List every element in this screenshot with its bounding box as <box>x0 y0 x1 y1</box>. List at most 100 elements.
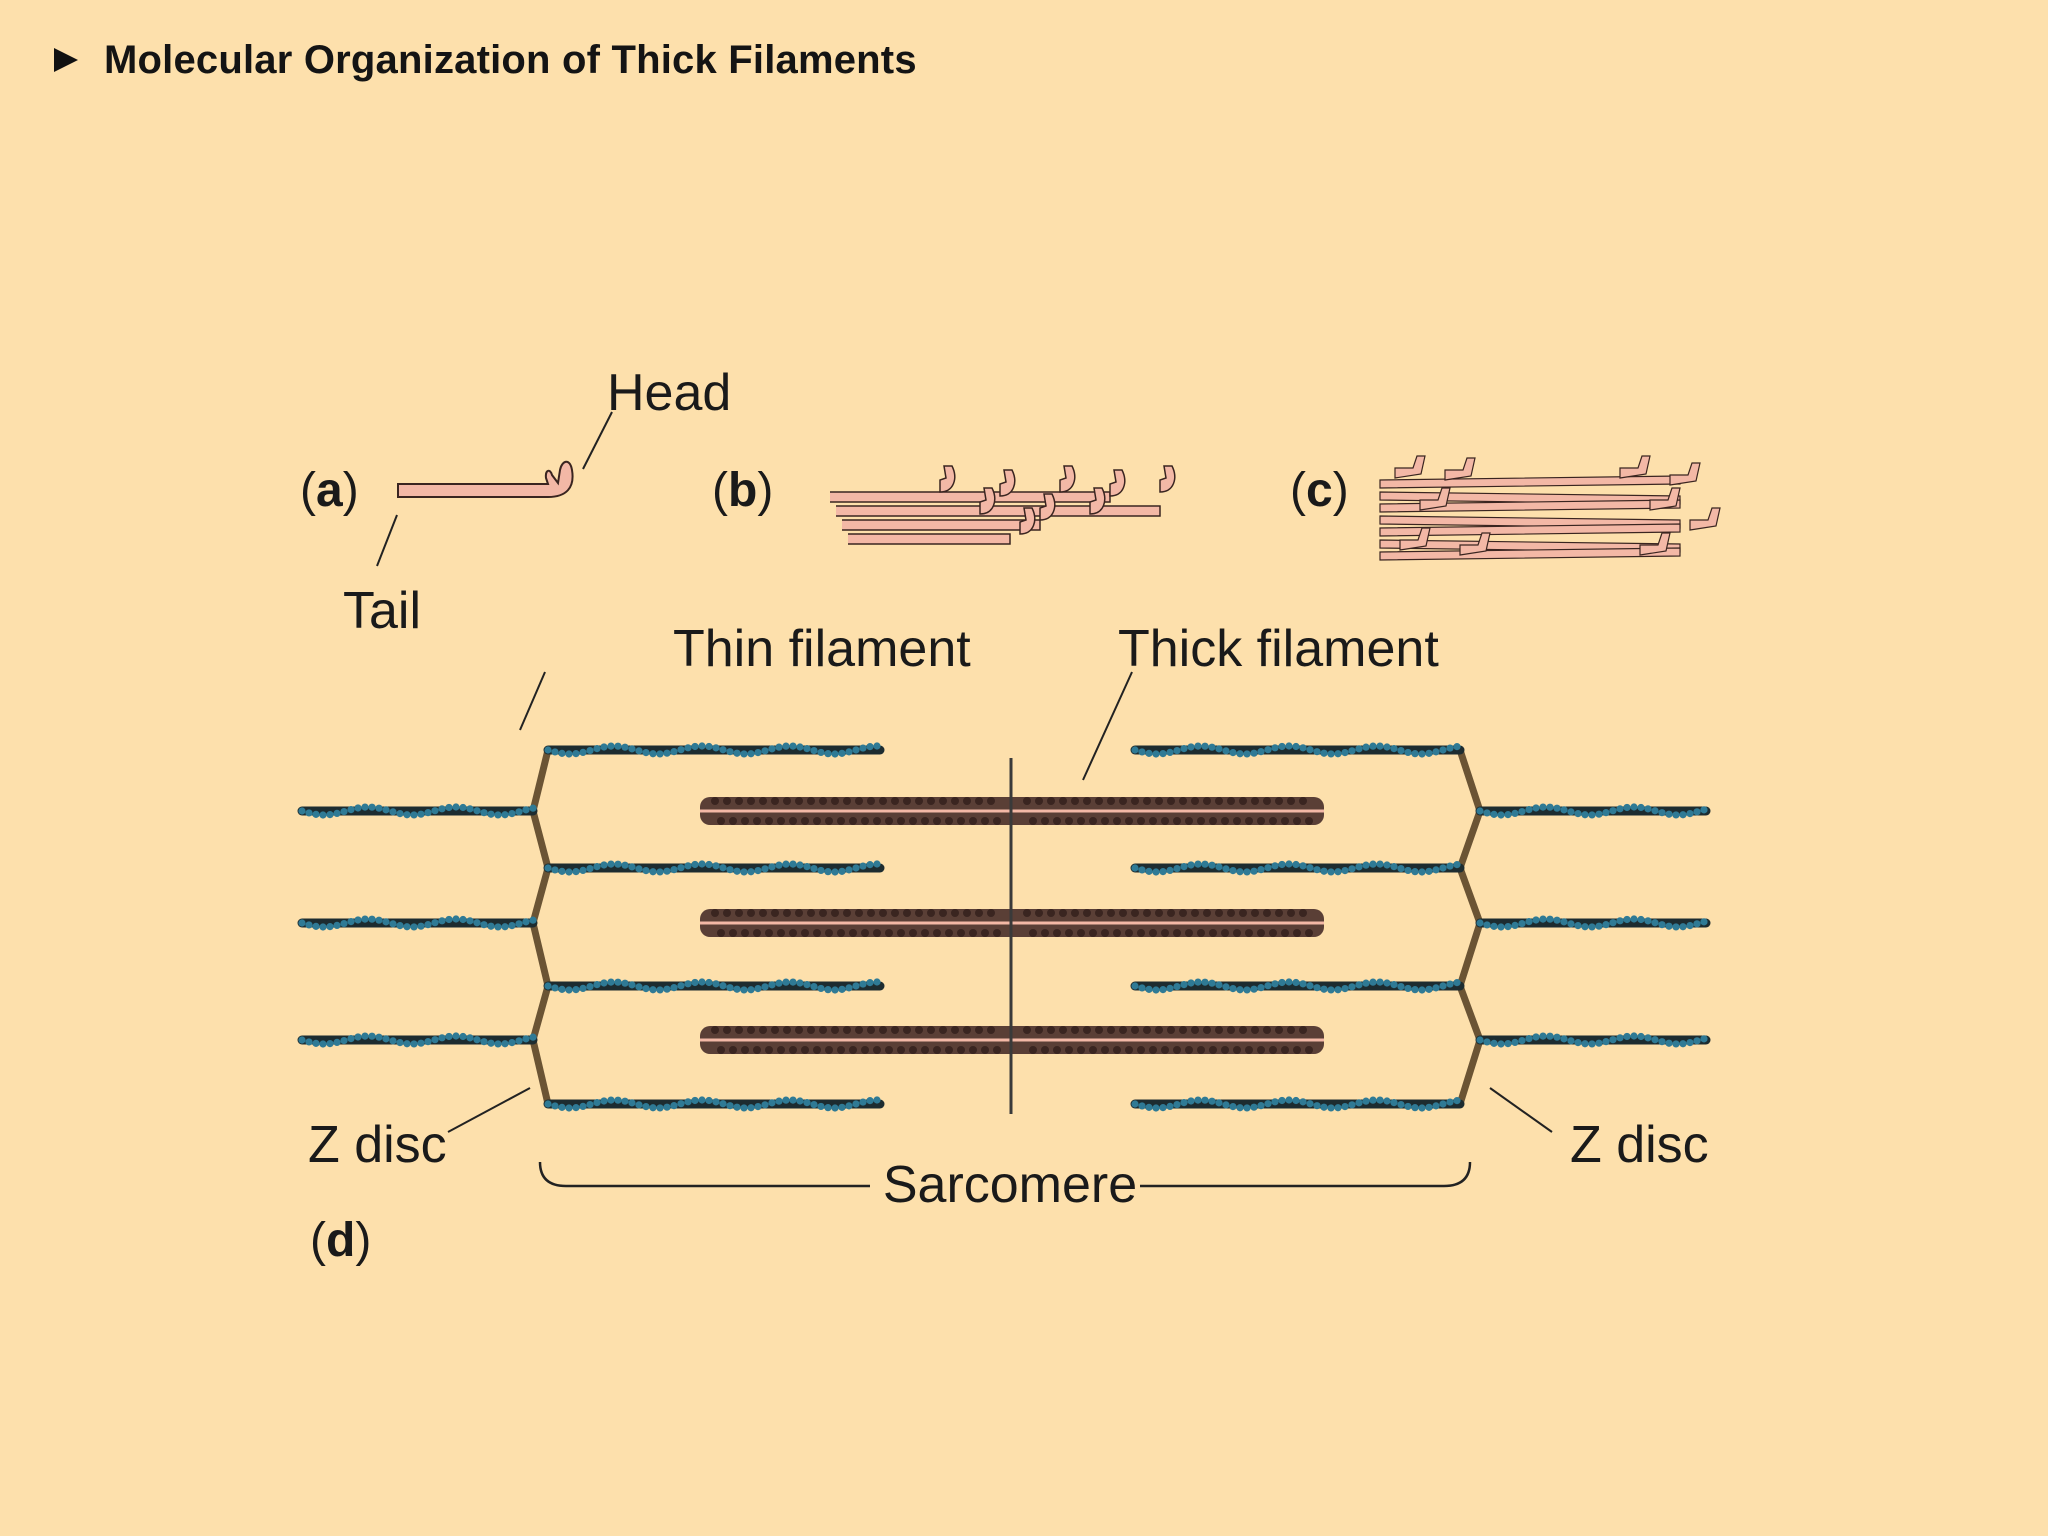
myosin-head-bump <box>1239 797 1247 805</box>
actin-bead <box>558 1103 566 1111</box>
actin-bead <box>677 864 685 872</box>
actin-bead <box>445 915 453 924</box>
actin-bead <box>1362 861 1370 869</box>
myosin-head-bump <box>1125 817 1133 825</box>
myosin-head-bump <box>1209 929 1217 937</box>
head-leader-line <box>582 411 613 470</box>
actin-bead <box>1679 1040 1687 1048</box>
actin-bead <box>607 1096 615 1104</box>
actin-bead <box>1271 744 1279 752</box>
sarcomere-bracket-right <box>1140 1161 1472 1188</box>
myosin-head-bump <box>939 909 947 917</box>
actin-bead <box>1320 985 1328 993</box>
actin-bead <box>1390 745 1398 753</box>
actin-bead <box>740 1104 748 1112</box>
actin-bead <box>1432 1102 1440 1110</box>
myosin-head-bump <box>1071 909 1079 917</box>
actin-bead <box>1250 749 1258 757</box>
myosin-head-bump <box>1107 909 1115 917</box>
actin-bead <box>1313 748 1321 756</box>
thin-filament <box>1130 742 1465 758</box>
myosin-head-bump <box>777 817 785 825</box>
actin-bead <box>1693 808 1701 816</box>
actin-bead <box>1518 919 1526 928</box>
actin-bead <box>824 750 832 758</box>
myosin-head-bump <box>1257 817 1265 825</box>
actin-bead <box>1236 750 1244 758</box>
myosin-head-bump <box>1113 929 1121 937</box>
z-disc-left <box>529 749 552 1105</box>
actin-bead <box>494 923 502 931</box>
myosin-head-bump <box>969 929 977 937</box>
play-arrow-icon[interactable] <box>54 48 78 72</box>
actin-bead <box>852 1100 860 1108</box>
actin-bead <box>642 1103 650 1111</box>
actin-bead <box>354 1033 362 1041</box>
actin-bead <box>1201 978 1209 986</box>
bipolar-myosin-filament <box>1379 455 1721 561</box>
actin-bead <box>417 810 425 818</box>
myosin-head-bump <box>747 909 755 917</box>
actin-bead <box>1446 744 1454 752</box>
actin-bead <box>1425 985 1433 993</box>
myosin-head-bump <box>957 817 965 825</box>
actin-bead <box>1453 743 1461 751</box>
actin-bead <box>1700 806 1708 814</box>
actin-bead <box>368 803 376 811</box>
actin-bead <box>600 1097 608 1105</box>
actin-bead <box>1637 1032 1645 1041</box>
actin-bead <box>1397 864 1405 873</box>
actin-bead <box>459 1032 467 1041</box>
myosin-head-bump <box>837 817 845 825</box>
myosin-head-bump <box>1305 1046 1313 1054</box>
actin-bead <box>1341 867 1349 875</box>
actin-bead <box>1376 1096 1384 1104</box>
myosin-head-bump <box>1215 1026 1223 1034</box>
actin-bead <box>1439 1100 1447 1108</box>
actin-bead <box>529 1033 537 1041</box>
actin-bead <box>698 860 706 868</box>
myosin-head-bump <box>735 797 743 805</box>
myosin-head-bump <box>915 797 923 805</box>
actin-bead <box>845 984 853 992</box>
sarcomere-label: Sarcomere <box>883 1156 1137 1214</box>
actin-bead <box>586 746 594 755</box>
actin-bead <box>522 806 530 814</box>
actin-bead <box>635 747 643 755</box>
actin-bead <box>1602 921 1610 929</box>
actin-bead <box>852 864 860 872</box>
actin-bead <box>1490 810 1498 818</box>
myosin-head-bump <box>729 1046 737 1054</box>
actin-bead <box>403 923 411 931</box>
thin-filament <box>543 742 885 758</box>
myosin-head-bump <box>1179 909 1187 917</box>
actin-bead <box>1131 746 1139 754</box>
myosin-head-bump <box>1263 909 1271 917</box>
actin-bead <box>1313 866 1321 874</box>
actin-bead <box>1439 982 1447 990</box>
actin-bead <box>789 860 797 868</box>
actin-bead <box>551 1102 559 1110</box>
actin-bead <box>1131 982 1139 990</box>
myosin-head-bump <box>897 1046 905 1054</box>
myosin-head-bump <box>897 817 905 825</box>
actin-bead <box>628 863 636 871</box>
actin-bead <box>649 750 657 758</box>
myosin-head-bump <box>837 929 845 937</box>
myosin-head-bump <box>1281 929 1289 937</box>
actin-bead <box>712 1098 720 1106</box>
myosin-head-bump <box>1077 929 1085 937</box>
actin-bead <box>1369 742 1377 750</box>
actin-bead <box>803 1099 811 1107</box>
myosin-head-bump <box>1257 1046 1265 1054</box>
actin-bead <box>1581 811 1589 819</box>
actin-bead <box>831 750 839 758</box>
actin-bead <box>1418 868 1426 876</box>
actin-bead <box>424 1038 432 1046</box>
actin-bead <box>375 804 383 812</box>
actin-bead <box>810 1100 818 1109</box>
myosin-head-bump <box>747 797 755 805</box>
myosin-head-bump <box>1041 817 1049 825</box>
thin-filament <box>543 978 885 994</box>
actin-bead <box>1327 986 1335 994</box>
